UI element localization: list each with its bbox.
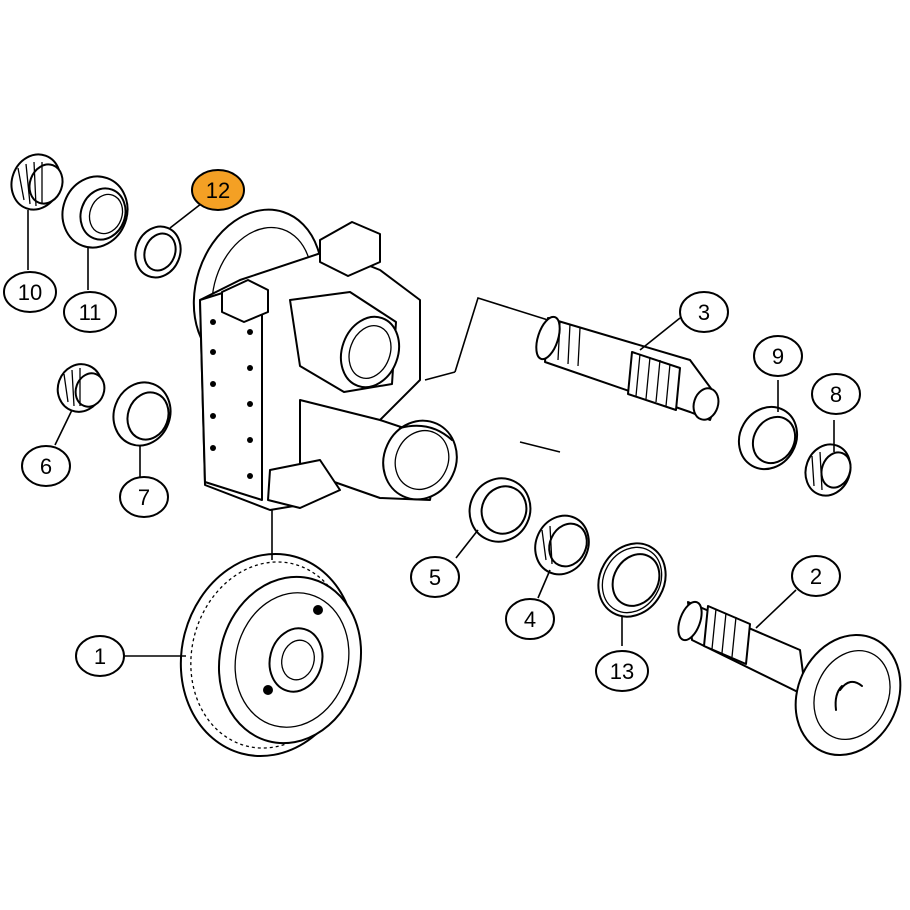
callout-9[interactable]: 9 — [753, 335, 803, 377]
callout-label: 6 — [40, 454, 52, 479]
taper-bearing-6[interactable] — [51, 358, 109, 418]
taper-bearing-10[interactable] — [4, 147, 68, 216]
callout-11[interactable]: 11 — [63, 291, 117, 333]
bearing-cup-7[interactable] — [105, 374, 180, 453]
oil-seal-13[interactable] — [585, 531, 678, 629]
callout-label: 9 — [772, 344, 784, 369]
taper-bearing-8[interactable] — [798, 438, 857, 502]
callout-label: 12 — [206, 178, 230, 203]
bearing-cup-5[interactable] — [459, 468, 540, 551]
callout-label: 5 — [429, 565, 441, 590]
taper-bearing-4[interactable] — [526, 507, 598, 583]
callout-5[interactable]: 5 — [410, 556, 460, 598]
callout-6[interactable]: 6 — [21, 445, 71, 487]
callout-label: 10 — [18, 280, 42, 305]
callout-label: 8 — [830, 382, 842, 407]
callout-label: 3 — [698, 300, 710, 325]
callout-label: 7 — [138, 485, 150, 510]
leader-lines — [27, 199, 835, 657]
callout-label: 11 — [79, 300, 102, 325]
callout-7[interactable]: 7 — [119, 476, 169, 518]
callout-10[interactable]: 10 — [3, 271, 57, 313]
callout-2[interactable]: 2 — [791, 555, 841, 597]
bearing-cup-9[interactable] — [728, 396, 808, 479]
callout-label: 13 — [610, 659, 634, 684]
callout-4[interactable]: 4 — [505, 598, 555, 640]
callout-8[interactable]: 8 — [811, 373, 861, 415]
callout-label: 2 — [810, 564, 822, 589]
callout-1[interactable]: 1 — [75, 635, 125, 677]
flange-shaft-2[interactable] — [674, 599, 910, 773]
splined-shaft-3[interactable] — [532, 314, 723, 423]
callout-12[interactable]: 12 — [191, 169, 245, 211]
shim-ring-12[interactable] — [128, 220, 188, 285]
callout-3[interactable]: 3 — [679, 291, 729, 333]
callout-label: 4 — [524, 607, 536, 632]
spur-gear-1[interactable] — [159, 534, 380, 776]
gear-housing[interactable] — [174, 193, 470, 512]
callout-13[interactable]: 13 — [595, 650, 649, 692]
bearing-cup-11[interactable] — [53, 167, 138, 257]
callout-label: 1 — [94, 644, 106, 669]
